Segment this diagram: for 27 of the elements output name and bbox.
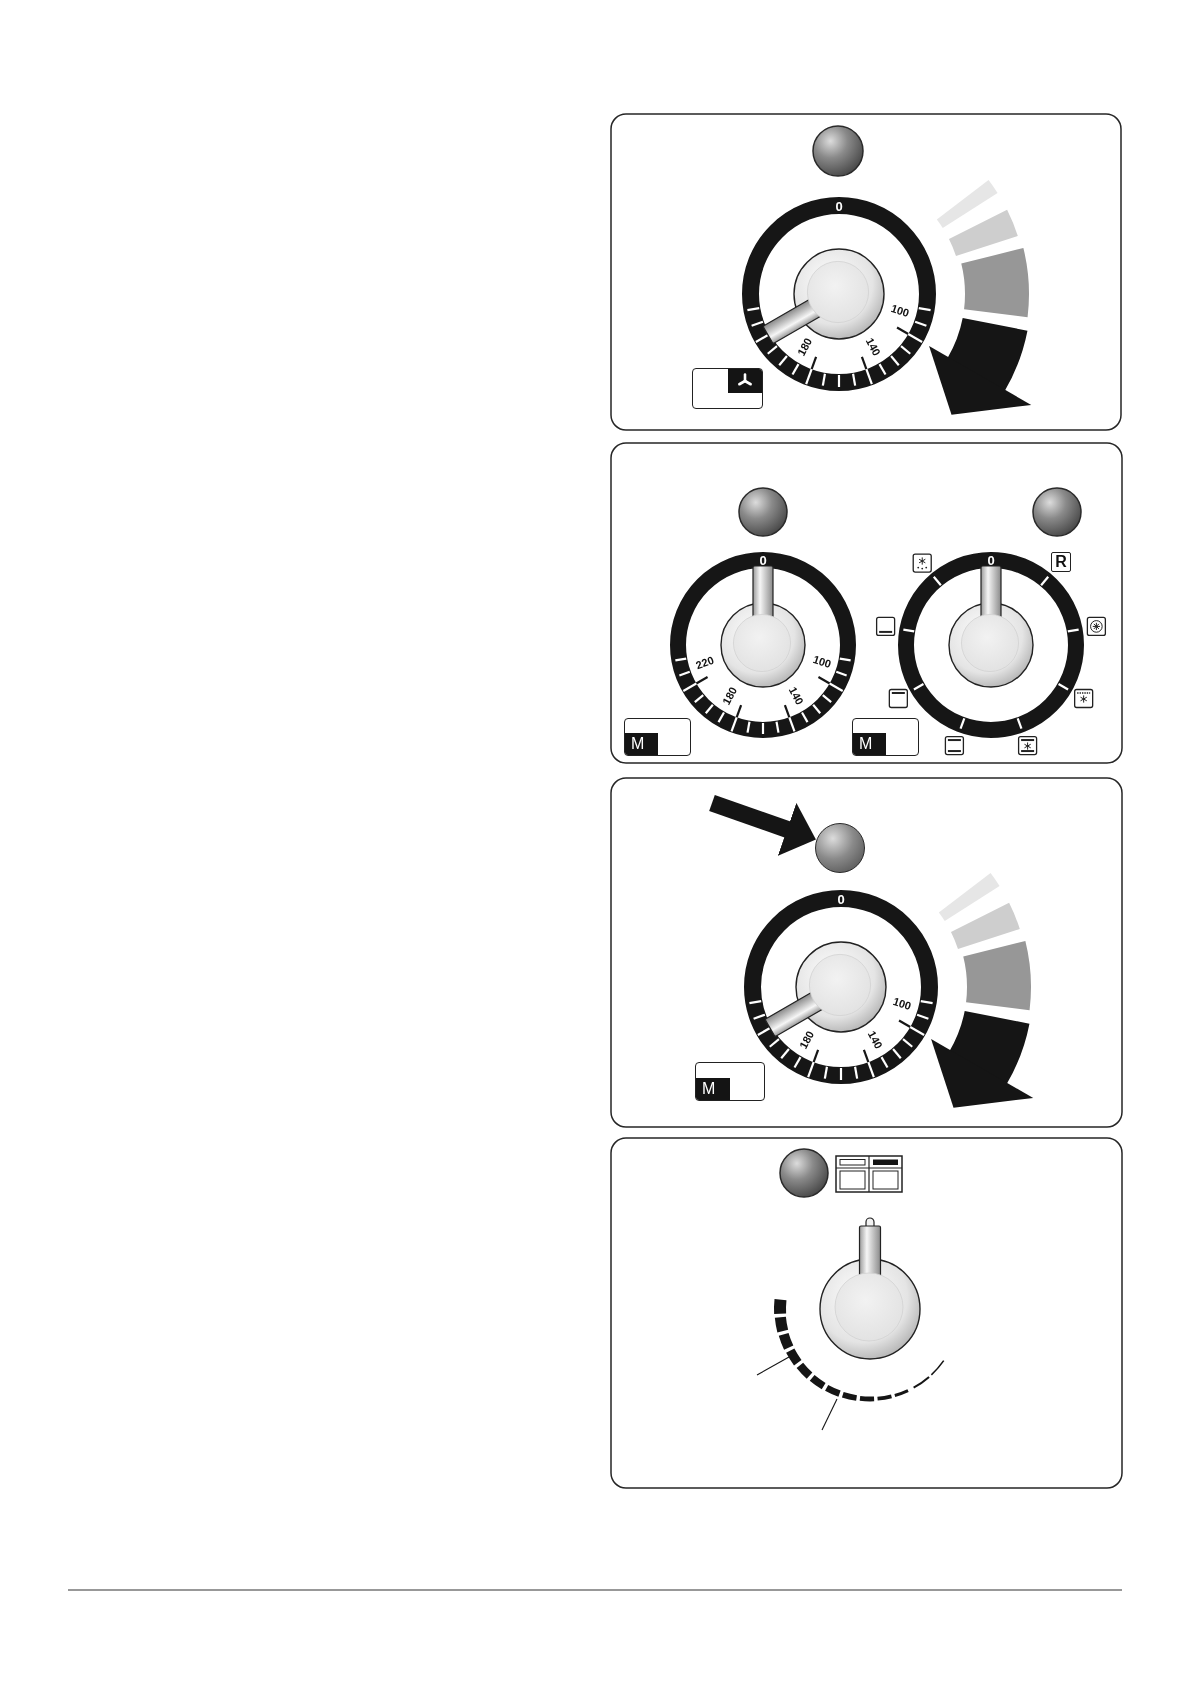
scale-number: 140 [866, 1029, 885, 1051]
setting-symbol: R [1051, 551, 1071, 572]
scale-number: 220 [694, 654, 716, 672]
scale-number: 140 [787, 685, 806, 707]
indicator-badge [852, 718, 919, 756]
indicator-badge [692, 368, 763, 409]
scale-number: 100 [891, 996, 912, 1013]
scale-number: 180 [797, 1029, 816, 1051]
scale-number: 0 [759, 553, 767, 567]
indicator-badge [624, 718, 691, 756]
leader-line [821, 1398, 838, 1431]
indicator-badge [695, 1062, 765, 1101]
badge-letter: M [625, 733, 658, 755]
scale-number: 0 [837, 892, 845, 905]
arrow [709, 794, 816, 856]
scale-number: 140 [864, 336, 883, 358]
scale-number: 180 [720, 685, 739, 707]
scale-number: 0 [987, 553, 995, 567]
scale-number: 180 [795, 336, 814, 358]
scale-number: 100 [889, 303, 910, 320]
leader-line [756, 1356, 790, 1376]
tapered-scale [774, 1299, 945, 1402]
scale-number: 0 [835, 199, 843, 212]
scale-number: 100 [811, 653, 833, 670]
indicator-lamp-icon [815, 823, 865, 873]
badge-letter: M [696, 1077, 730, 1100]
badge-letter: M [853, 733, 886, 755]
